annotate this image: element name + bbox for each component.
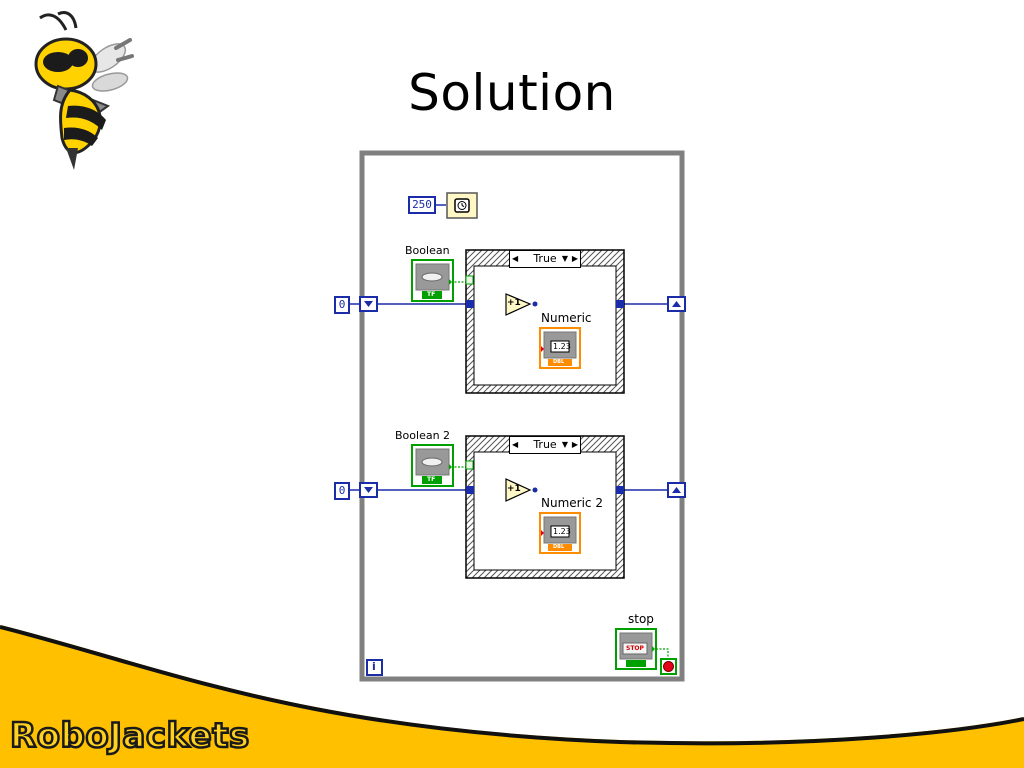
bee-mascot-icon xyxy=(34,11,134,170)
footer-swoosh xyxy=(0,625,1024,768)
wire-junction xyxy=(532,301,538,307)
case-prev-arrow[interactable]: ◀ xyxy=(512,254,519,263)
numeric-display: 1.23 xyxy=(553,342,571,351)
robojackets-logo: RoboJackets xyxy=(9,715,251,758)
stop-button-text: STOP xyxy=(626,645,644,652)
case-next-arrow[interactable]: ▶ xyxy=(571,254,578,263)
boolean-control-2[interactable] xyxy=(411,444,454,487)
boolean-label: Boolean xyxy=(405,244,450,257)
iteration-label: i xyxy=(372,660,376,673)
stop-button-control[interactable] xyxy=(615,628,657,670)
numeric-2-label: Numeric 2 xyxy=(541,496,603,510)
shift-register-constant[interactable]: 0 xyxy=(334,296,350,314)
selector-terminal-2[interactable] xyxy=(465,460,474,470)
numeric-2-display: 1.23 xyxy=(553,527,571,536)
case-next-arrow-2[interactable]: ▶ xyxy=(571,440,578,449)
tunnel-in-2 xyxy=(466,486,474,494)
shift-register-right[interactable] xyxy=(667,296,686,312)
tunnel-in xyxy=(466,300,474,308)
iteration-terminal xyxy=(366,659,383,676)
boolean-type: TF xyxy=(427,291,436,298)
wire-junction-2 xyxy=(532,487,538,493)
numeric-indicator-2[interactable] xyxy=(539,512,581,554)
loop-condition-terminal[interactable] xyxy=(660,658,677,675)
numeric-indicator[interactable] xyxy=(539,327,581,369)
increment-label-2: +1 xyxy=(507,484,521,494)
increment-label: +1 xyxy=(507,298,521,308)
numeric-label: Numeric xyxy=(541,311,592,325)
shift-register-right-2[interactable] xyxy=(667,482,686,498)
shift-register-constant-2[interactable]: 0 xyxy=(334,482,350,500)
case-dropdown-icon-2[interactable]: ▼ xyxy=(561,440,568,449)
case-selector-value: True xyxy=(533,252,557,265)
numeric-2-type: DBL xyxy=(553,544,565,550)
increment-node[interactable] xyxy=(505,293,532,316)
stop-label: stop xyxy=(628,612,654,626)
increment-node-2[interactable] xyxy=(505,478,532,502)
wait-ms-node[interactable] xyxy=(446,192,478,219)
tunnel-out xyxy=(616,300,624,308)
shift-register-left-2[interactable] xyxy=(359,482,378,498)
tunnel-out-2 xyxy=(616,486,624,494)
slide-title: Solution xyxy=(408,64,616,122)
while-loop-frame[interactable] xyxy=(359,150,685,682)
shift-register-left[interactable] xyxy=(359,296,378,312)
numeric-type: DBL xyxy=(553,359,565,365)
case-prev-arrow-2[interactable]: ◀ xyxy=(512,440,519,449)
boolean-2-type: TF xyxy=(427,476,436,483)
selector-terminal[interactable] xyxy=(465,275,474,285)
case-selector-2[interactable]: ◀ True ▼ ▶ xyxy=(509,436,581,454)
case-dropdown-icon[interactable]: ▼ xyxy=(561,254,568,263)
boolean-control[interactable] xyxy=(411,259,454,302)
block-diagram xyxy=(348,150,686,682)
case-selector[interactable]: ◀ True ▼ ▶ xyxy=(509,250,581,268)
case-selector-value-2: True xyxy=(533,438,557,451)
boolean-2-label: Boolean 2 xyxy=(395,429,451,442)
wait-constant[interactable]: 250 xyxy=(408,196,436,214)
